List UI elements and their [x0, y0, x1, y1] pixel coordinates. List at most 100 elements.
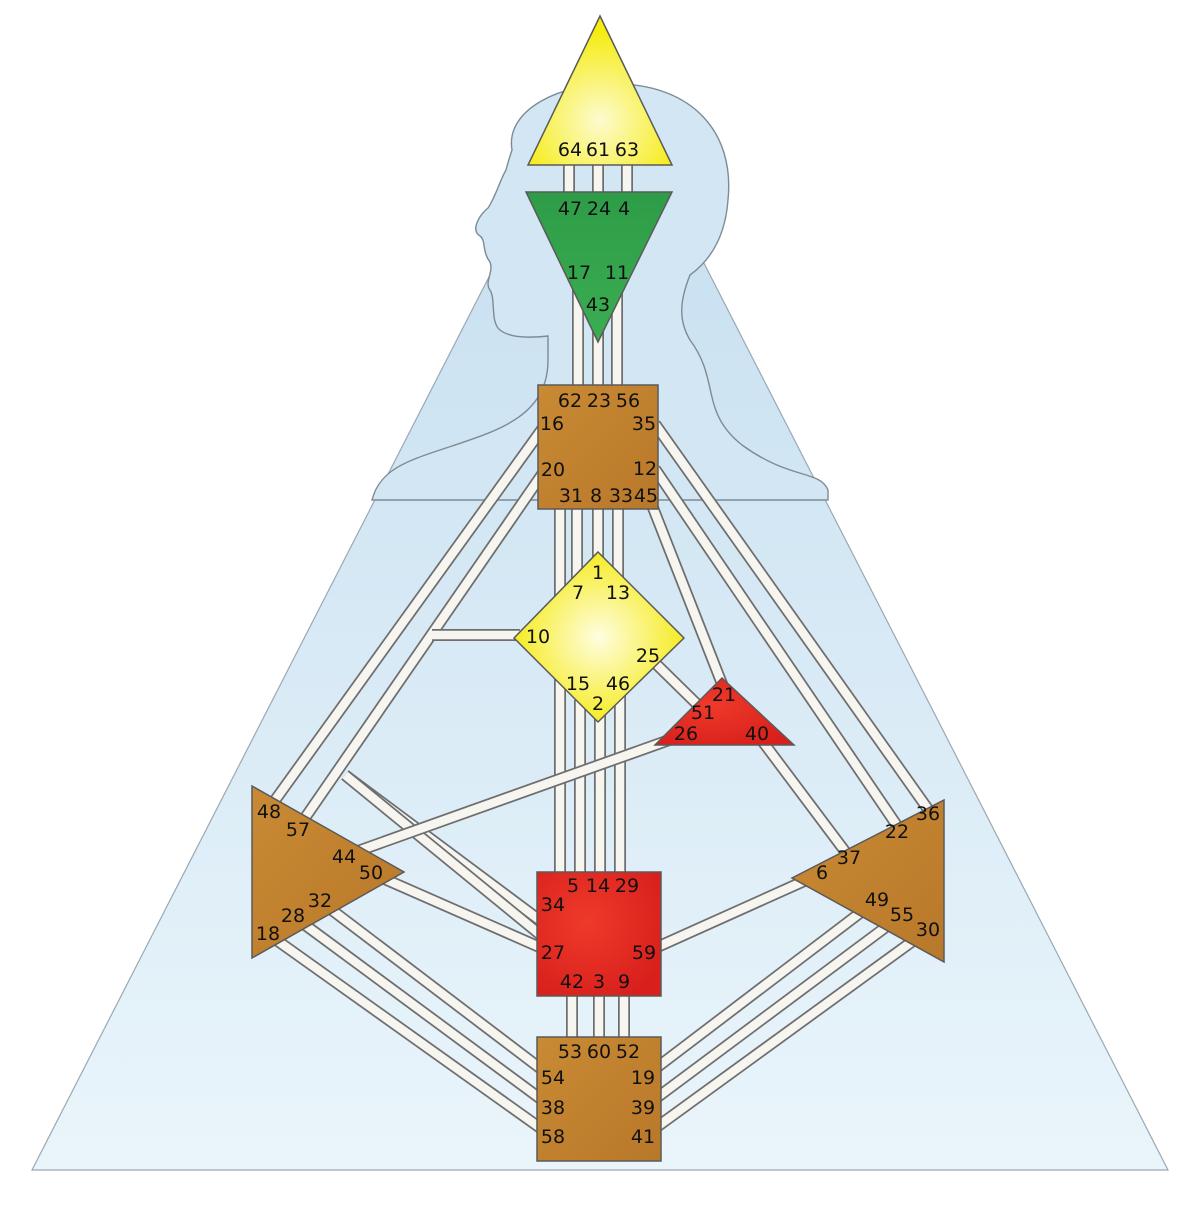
- gate-label: 55: [890, 904, 914, 926]
- gate-label: 39: [631, 1097, 655, 1119]
- gate-label: 13: [606, 582, 630, 604]
- sacral-gates: 5 14 29 34 27 59 42 3 9: [541, 875, 656, 993]
- gate-label: 15: [566, 673, 590, 695]
- channel-line: [651, 466, 904, 833]
- gate-label: 14: [586, 875, 610, 897]
- channel-line: [264, 422, 549, 813]
- solar-plexus-center: [790, 798, 945, 964]
- gate-label: 42: [560, 971, 584, 993]
- channels: [263, 150, 935, 1142]
- gate-label: 45: [634, 485, 658, 507]
- channel-line: [342, 729, 688, 861]
- gate-label: 17: [567, 262, 591, 284]
- gate-label: 40: [745, 723, 769, 745]
- gate-label: 22: [885, 821, 909, 843]
- channel-line: [647, 654, 708, 716]
- channel-line: [753, 731, 854, 861]
- gate-label: 24: [587, 198, 611, 220]
- channel-line: [640, 926, 931, 1141]
- channel-line: [294, 467, 549, 831]
- gate-label: 49: [865, 889, 889, 911]
- gate-label: 36: [916, 803, 940, 825]
- channel-line: [640, 896, 880, 1082]
- gate-label: 57: [286, 819, 310, 841]
- gate-label: 37: [837, 847, 861, 869]
- spleen-center: [251, 784, 406, 960]
- channel-line: [644, 493, 730, 696]
- gate-label: 1: [592, 562, 604, 584]
- gate-label: 3: [593, 971, 605, 993]
- gate-label: 48: [257, 801, 281, 823]
- gate-label: 33: [609, 485, 633, 507]
- gate-label: 11: [605, 262, 629, 284]
- ajna-gates: 47 24 4 17 11 43: [558, 198, 630, 316]
- gate-label: 56: [616, 390, 640, 412]
- channel-line: [369, 869, 555, 957]
- gate-label: 51: [691, 702, 715, 724]
- ego-center: [653, 676, 796, 746]
- gate-label: 53: [558, 1041, 582, 1063]
- gate-label: 10: [526, 626, 550, 648]
- ajna-center: [524, 191, 674, 344]
- gate-label: 64: [558, 139, 582, 161]
- gate-label: 20: [541, 459, 565, 481]
- gate-label: 46: [606, 673, 630, 695]
- gate-label: 29: [615, 875, 639, 897]
- gate-label: 32: [308, 890, 332, 912]
- gate-label: 61: [586, 139, 610, 161]
- gate-label: 63: [615, 139, 639, 161]
- gate-label: 19: [631, 1067, 655, 1089]
- channel-line: [317, 897, 556, 1082]
- sacral-center: [536, 871, 662, 997]
- gate-label: 58: [541, 1126, 565, 1148]
- gate-label: 52: [616, 1041, 640, 1063]
- gate-label: 2: [592, 693, 604, 715]
- head-gates: 64 61 63: [558, 139, 639, 161]
- gate-label: 60: [587, 1041, 611, 1063]
- gate-label: 9: [618, 971, 630, 993]
- gate-label: 25: [636, 645, 660, 667]
- gate-label: 4: [618, 198, 630, 220]
- gate-label: 5: [567, 875, 579, 897]
- channel-line: [265, 930, 556, 1141]
- gate-label: 27: [541, 942, 565, 964]
- channel-line: [640, 911, 905, 1112]
- gate-label: 7: [572, 582, 584, 604]
- gate-label: 16: [540, 413, 564, 435]
- gate-label: 62: [558, 390, 582, 412]
- head-center: [526, 14, 674, 166]
- channel-line: [290, 912, 556, 1112]
- spleen-gates: 48 57 44 50 32 28 18: [256, 801, 383, 945]
- throat-gates: 62 23 56 16 35 20 12 31 8 33 45: [540, 390, 658, 507]
- gate-label: 38: [541, 1097, 565, 1119]
- ego-gates: 21 51 26 40: [674, 684, 769, 745]
- channel-line: [642, 869, 824, 957]
- gate-label: 54: [541, 1067, 565, 1089]
- gate-label: 12: [633, 458, 657, 480]
- solar-plexus-gates: 36 22 6 37 49 55 30: [816, 803, 940, 941]
- g-gates: 1 7 13 10 25 15 46 2: [526, 562, 660, 715]
- channel-line: [651, 421, 934, 815]
- gate-label: 43: [586, 294, 610, 316]
- gate-label: 18: [256, 923, 280, 945]
- root-gates: 53 60 52 54 19 38 39 58 41: [541, 1041, 655, 1148]
- throat-center: [537, 384, 659, 510]
- gate-label: 34: [541, 894, 565, 916]
- g-center: [512, 550, 686, 724]
- gate-label: 44: [332, 846, 356, 868]
- gate-label: 30: [916, 919, 940, 941]
- gate-label: 26: [674, 723, 698, 745]
- root-center: [536, 1036, 662, 1162]
- gate-label: 47: [558, 198, 582, 220]
- gate-label: 31: [559, 485, 583, 507]
- gate-label: 21: [712, 684, 736, 706]
- gate-label: 41: [631, 1126, 655, 1148]
- gate-label: 28: [281, 905, 305, 927]
- gate-label: 6: [816, 862, 828, 884]
- gate-label: 8: [590, 485, 602, 507]
- gate-label: 35: [632, 413, 656, 435]
- gate-label: 50: [359, 862, 383, 884]
- gate-label: 23: [587, 390, 611, 412]
- gate-label: 59: [632, 942, 656, 964]
